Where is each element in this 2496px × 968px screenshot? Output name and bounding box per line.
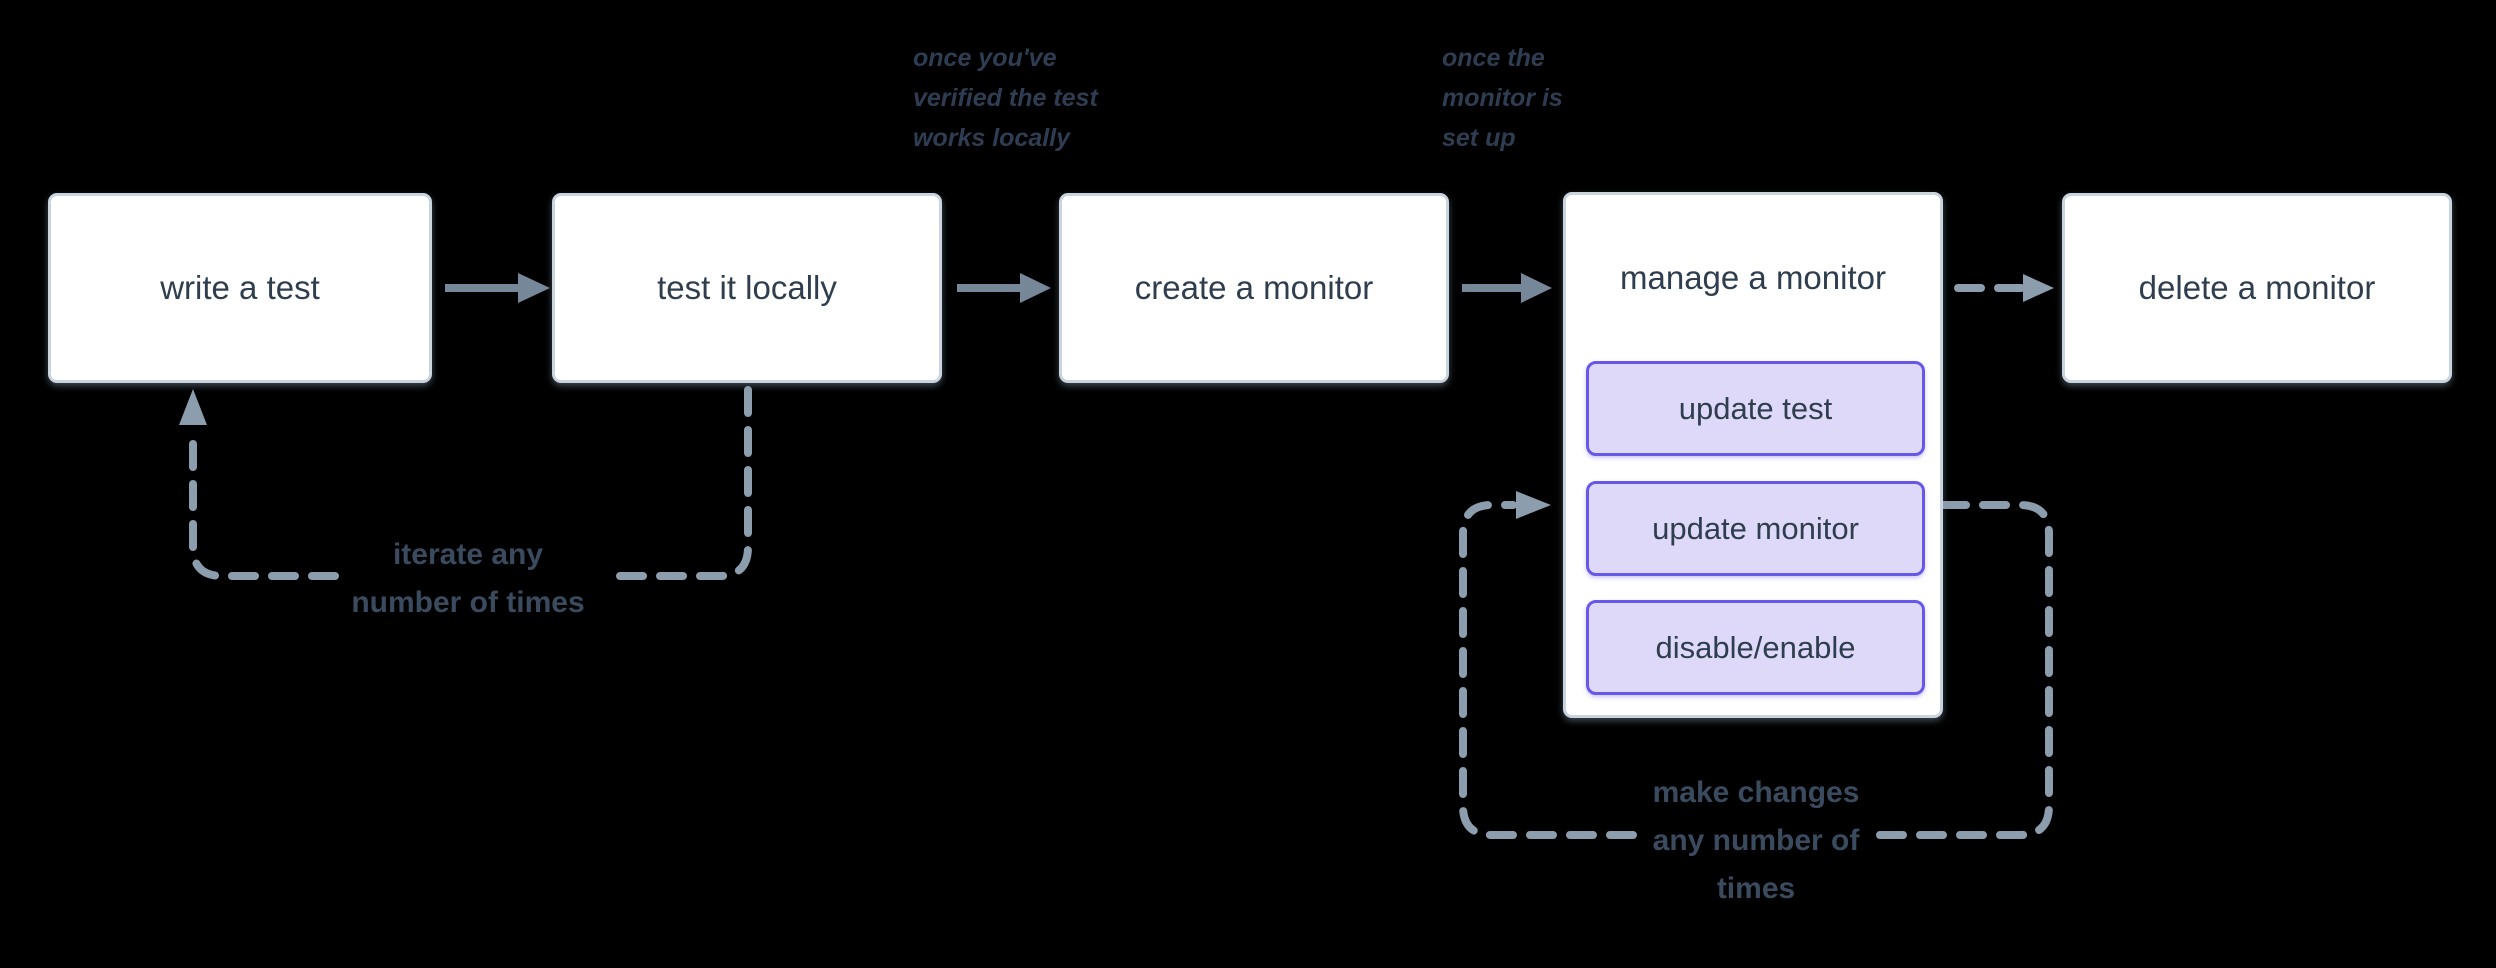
node-manage-a-monitor: manage a monitor update test update moni…	[1563, 192, 1943, 718]
update-monitor-label: update monitor	[1652, 510, 1859, 546]
loop-make-changes	[1459, 491, 2053, 839]
loop-iterate	[179, 386, 752, 580]
node-write-a-test-label: write a test	[160, 269, 320, 306]
node-create-a-monitor-label: create a monitor	[1134, 269, 1374, 306]
node-test-it-locally-label: test it locally	[657, 269, 837, 306]
node-delete-a-monitor-label: delete a monitor	[2138, 269, 2376, 306]
arrow-write-to-test	[445, 273, 550, 303]
loop-label-iterate: iterate any number of times	[351, 538, 585, 619]
node-delete-a-monitor: delete a monitor	[2062, 193, 2452, 383]
arrow-manage-to-delete	[1954, 274, 2054, 302]
annotation-verified-locally: once you've verified the test works loca…	[913, 44, 1098, 152]
annotation-monitor-set-up: once the monitor is set up	[1442, 44, 1563, 152]
disable-enable-label: disable/enable	[1655, 629, 1856, 665]
arrow-test-to-create	[957, 273, 1051, 303]
arrow-create-to-manage	[1462, 273, 1552, 303]
node-write-a-test: write a test	[48, 193, 432, 383]
update-monitor-button: update monitor	[1586, 481, 1925, 576]
node-test-it-locally: test it locally	[552, 193, 942, 383]
node-manage-a-monitor-label: manage a monitor	[1620, 259, 1886, 296]
node-create-a-monitor: create a monitor	[1059, 193, 1449, 383]
update-test-button: update test	[1586, 361, 1925, 456]
update-test-label: update test	[1678, 390, 1833, 426]
disable-enable-button: disable/enable	[1586, 600, 1925, 695]
loop-label-make-changes: make changes any number of times	[1652, 776, 1860, 905]
